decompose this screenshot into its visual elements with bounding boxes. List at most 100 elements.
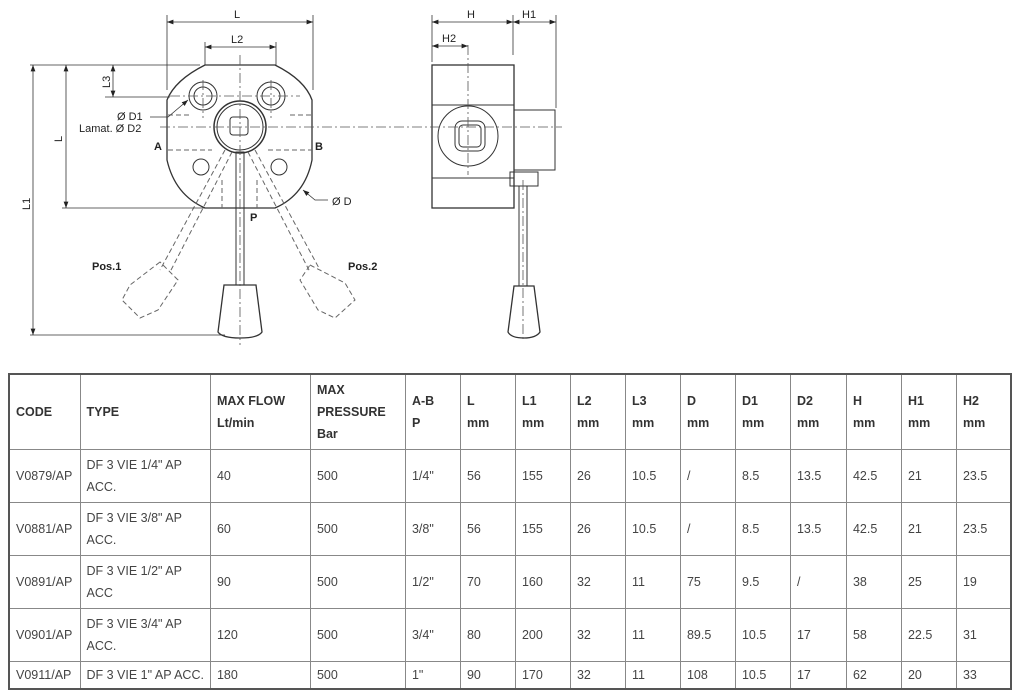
column-header-line: H1: [907, 394, 924, 408]
table-cell: 160: [514, 555, 571, 609]
table-cell: 90: [209, 555, 311, 609]
valve-body-front: [166, 64, 313, 209]
column-header-line: MAX: [316, 383, 345, 397]
table-cell: 56: [459, 449, 516, 503]
label-pos1: Pos.1: [92, 261, 121, 273]
column-header-line: L: [466, 394, 475, 408]
table-cell: 500: [309, 608, 406, 662]
table-cell: /: [679, 449, 736, 503]
table-cell: 42.5: [845, 502, 902, 556]
valve-technical-drawing: L L2 L3 L L1 Ø D1 Lamat. Ø D2 A B P Ø D …: [21, 9, 562, 345]
table-cell: 1/4": [404, 449, 461, 503]
column-header-line: MAX FLOW: [216, 394, 285, 408]
table-cell: /: [789, 555, 847, 609]
table-cell: 11: [624, 555, 681, 609]
table-cell: 3/4": [404, 608, 461, 662]
column-header-line: mm: [686, 416, 710, 430]
table-cell: V0891/AP: [8, 555, 81, 609]
column-header-line: L3: [631, 394, 647, 408]
table-cell: 1/2": [404, 555, 461, 609]
table-cell: 58: [845, 608, 902, 662]
table-cell: 500: [309, 661, 406, 690]
table-cell: DF 3 VIE 3/4" AP ACC.: [79, 608, 211, 662]
column-header-line: A-B: [411, 394, 435, 408]
table-cell: 1": [404, 661, 461, 690]
dim-L3: L3: [101, 76, 113, 88]
column-header-line: PRESSURE: [316, 405, 386, 419]
dim-L-top: L: [234, 9, 240, 21]
table-cell: 25: [900, 555, 957, 609]
table-cell: 26: [569, 502, 626, 556]
table-cell: 20: [900, 661, 957, 690]
table-cell: 23.5: [955, 449, 1012, 503]
table-cell: 10.5: [624, 502, 681, 556]
table-cell: 23.5: [955, 502, 1012, 556]
column-header-line: P: [411, 416, 421, 430]
column-header: TYPE: [79, 373, 211, 450]
table-cell: 75: [679, 555, 736, 609]
table-cell: DF 3 VIE 3/8" AP ACC.: [79, 502, 211, 556]
table-cell: 90: [459, 661, 516, 690]
label-pos2: Pos.2: [348, 261, 377, 273]
table-cell: 108: [679, 661, 736, 690]
dim-H2: H2: [442, 33, 456, 45]
table-cell: 17: [789, 608, 847, 662]
table-cell: 500: [309, 555, 406, 609]
table-cell: 62: [845, 661, 902, 690]
table-cell: 32: [569, 608, 626, 662]
column-header-line: mm: [631, 416, 655, 430]
table-cell: 40: [209, 449, 311, 503]
column-header-line: D1: [741, 394, 758, 408]
column-header: CODE: [8, 373, 81, 450]
dim-H: H: [467, 9, 475, 21]
dim-H1: H1: [522, 9, 536, 21]
table-cell: 17: [789, 661, 847, 690]
label-D2: Lamat. Ø D2: [79, 123, 141, 135]
table-cell: 500: [309, 502, 406, 556]
column-header-line: L2: [576, 394, 592, 408]
column-header-line: mm: [796, 416, 820, 430]
table-cell: 32: [569, 555, 626, 609]
port-P: P: [250, 212, 257, 224]
table-cell: 13.5: [789, 449, 847, 503]
column-header-line: D2: [796, 394, 813, 408]
port-A: A: [154, 141, 162, 153]
port-B: B: [315, 141, 323, 153]
column-header-line: D: [686, 394, 696, 408]
column-header-line: mm: [852, 416, 876, 430]
label-D1: Ø D1: [117, 111, 143, 123]
table-cell: 170: [514, 661, 571, 690]
column-header-line: H2: [962, 394, 979, 408]
table-cell: 8.5: [734, 449, 791, 503]
column-header-line: H: [852, 394, 862, 408]
table-cell: 500: [309, 449, 406, 503]
table-cell: 10.5: [734, 661, 791, 690]
table-cell: 120: [209, 608, 311, 662]
table-cell: V0911/AP: [8, 661, 81, 690]
table-cell: V0881/AP: [8, 502, 81, 556]
column-header-line: Lt/min: [216, 416, 255, 430]
dim-L1: L1: [21, 198, 33, 210]
table-cell: V0879/AP: [8, 449, 81, 503]
table-cell: 60: [209, 502, 311, 556]
table-cell: 21: [900, 502, 957, 556]
table-cell: 200: [514, 608, 571, 662]
table-cell: 155: [514, 449, 571, 503]
table-cell: 26: [569, 449, 626, 503]
column-header: MAX FLOW Lt/min: [209, 373, 311, 450]
table-cell: V0901/AP: [8, 608, 81, 662]
table-cell: 11: [624, 661, 681, 690]
table-cell: 38: [845, 555, 902, 609]
table-cell: 3/8": [404, 502, 461, 556]
